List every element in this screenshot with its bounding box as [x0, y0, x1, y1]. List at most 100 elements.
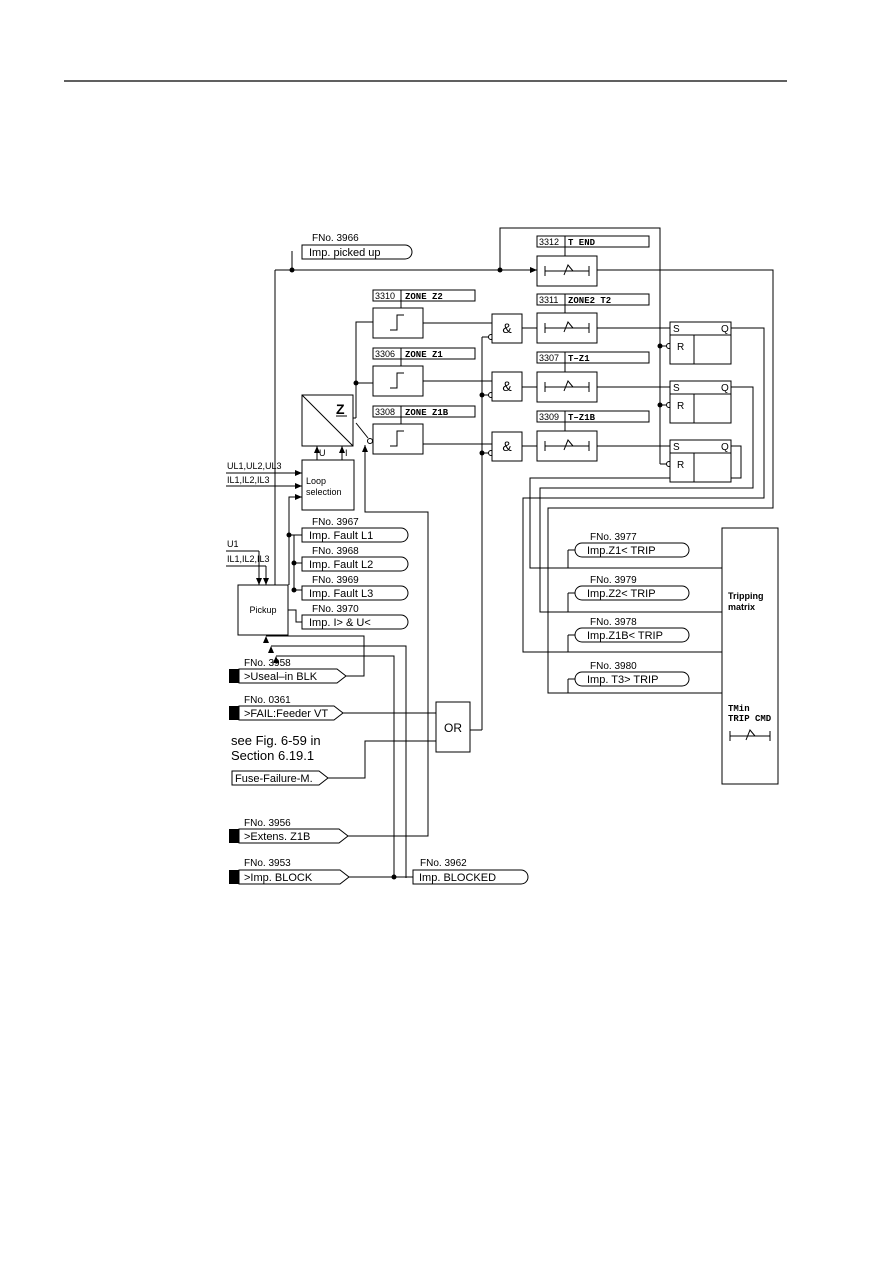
zone2-t2-num: 3311 — [539, 295, 558, 305]
ff1-q: Q — [721, 324, 729, 335]
ff3-r: R — [677, 460, 684, 471]
trip-t3-signal — [574, 671, 690, 687]
wiring — [226, 227, 774, 878]
zone-z2-num: 3310 — [375, 291, 395, 301]
tmin-label-1: TMin — [728, 704, 750, 714]
or-gate — [435, 701, 471, 753]
tmin-timer-icon — [729, 729, 771, 741]
fail-vt-marker — [229, 706, 239, 720]
voltages-input-label: UL1,UL2,UL3 — [227, 461, 282, 471]
trip-t3-fno: FNo. 3980 — [590, 661, 637, 672]
u1-input-label: U1 — [227, 539, 239, 549]
t-z1-timer-icon — [544, 380, 590, 392]
fault-l3-label: Imp. Fault L3 — [309, 588, 373, 600]
zone-z1b-param — [372, 405, 476, 418]
flipflop-z2 — [669, 321, 732, 365]
currents-input-label: IL1,IL2,IL3 — [227, 475, 270, 485]
fuse-failure-label: Fuse-Failure-M. — [235, 773, 313, 785]
i-u-fno: FNo. 3970 — [312, 604, 359, 615]
imp-block-label: >Imp. BLOCK — [244, 872, 313, 884]
and-z2-symbol: & — [502, 320, 512, 336]
imp-blocked-label: Imp. BLOCKED — [419, 872, 496, 884]
fault-l3-fno: FNo. 3969 — [312, 575, 359, 586]
useal-blk-label: >Useal–in BLK — [244, 671, 318, 683]
t-z1-param — [536, 351, 650, 364]
ff1-r: R — [677, 342, 684, 353]
flipflop-z1 — [669, 380, 732, 424]
extens-z1b-fno: FNo. 3956 — [244, 818, 291, 829]
zone-z1-num: 3306 — [375, 349, 395, 359]
currents2-input-label: IL1,IL2,IL3 — [227, 554, 270, 564]
picked-up-signal — [301, 244, 413, 260]
trip-z2-label: Imp.Z2< TRIP — [587, 588, 656, 600]
ff2-r: R — [677, 401, 684, 412]
fail-vt-fno: FNo. 0361 — [244, 695, 291, 706]
arrows — [256, 267, 537, 663]
pickup-block — [237, 584, 289, 636]
ff3-q: Q — [721, 442, 729, 453]
trip-z1-signal — [574, 542, 690, 558]
trip-z1b-signal — [574, 627, 690, 643]
trip-z2-fno: FNo. 3979 — [590, 575, 637, 586]
zone2-t2-name: ZONE2 T2 — [568, 296, 611, 306]
ff2-q: Q — [721, 383, 729, 394]
tripping-matrix-label-1: Tripping — [728, 591, 764, 601]
picked-up-label: Imp. picked up — [309, 247, 381, 259]
t-z1-num: 3307 — [539, 353, 559, 363]
imp-blocked-signal — [412, 869, 529, 885]
pickup-label: Pickup — [249, 605, 276, 615]
zone-z1-step-icon — [390, 372, 404, 389]
tripping-matrix-label-2: matrix — [728, 602, 755, 612]
note-line-2: Section 6.19.1 — [231, 748, 314, 763]
and-gate-z2 — [491, 313, 523, 344]
fault-l3-signal — [301, 585, 409, 601]
t-end-num: 3312 — [539, 237, 559, 247]
t-z1b-timer-icon — [544, 439, 590, 451]
zone-z1b-num: 3308 — [375, 407, 395, 417]
zone-z2-step-icon — [390, 314, 404, 331]
zone-z2-param — [372, 289, 476, 302]
tmin-label-2: TRIP CMD — [728, 714, 772, 724]
loop-selection-block — [301, 459, 355, 511]
loop-label-2: selection — [306, 487, 342, 497]
and-z1b-symbol: & — [502, 438, 512, 454]
trip-z1-label: Imp.Z1< TRIP — [587, 545, 656, 557]
extens-z1b-input — [238, 828, 349, 844]
useal-blk-fno: FNo. 3958 — [244, 658, 291, 669]
t-z1-name: T–Z1 — [568, 354, 590, 364]
t2-timer-icon — [544, 321, 590, 333]
fault-l2-fno: FNo. 3968 — [312, 546, 359, 557]
zone-z1b-step-icon — [390, 430, 404, 447]
fault-l1-label: Imp. Fault L1 — [309, 530, 373, 542]
t-z1b-param — [536, 410, 650, 423]
t-z1b-num: 3309 — [539, 412, 559, 422]
fail-vt-input — [238, 705, 344, 721]
imp-block-input — [238, 869, 350, 885]
zone-z1-param — [372, 347, 476, 360]
zone-z1-name: ZONE Z1 — [405, 350, 443, 360]
fault-l1-signal — [301, 527, 409, 543]
imp-block-fno: FNo. 3953 — [244, 858, 291, 869]
extens-z1b-label: >Extens. Z1B — [244, 831, 310, 843]
t-end-timer-icon — [544, 264, 590, 276]
zone-z2-name: ZONE Z2 — [405, 292, 443, 302]
u-label: U — [319, 448, 326, 458]
z-label: Z — [336, 401, 345, 417]
imp-blocked-fno: FNo. 3962 — [420, 858, 467, 869]
zone-z1b-name: ZONE Z1B — [405, 408, 449, 418]
trip-z2-signal — [574, 585, 690, 601]
t-z1b-name: T–Z1B — [568, 413, 596, 423]
useal-blk-input — [238, 668, 347, 684]
note-line-1: see Fig. 6-59 in — [231, 733, 321, 748]
junctions — [286, 267, 663, 880]
and-gate-z1b — [491, 431, 523, 462]
fault-l2-signal — [301, 556, 409, 572]
fault-l2-label: Imp. Fault L2 — [309, 559, 373, 571]
trip-z1b-fno: FNo. 3978 — [590, 617, 637, 628]
i-label: I — [345, 448, 348, 458]
loop-label-1: Loop — [306, 476, 326, 486]
t-end-name: T END — [568, 238, 596, 248]
or-label: OR — [444, 721, 462, 735]
trip-z1-fno: FNo. 3977 — [590, 532, 637, 543]
